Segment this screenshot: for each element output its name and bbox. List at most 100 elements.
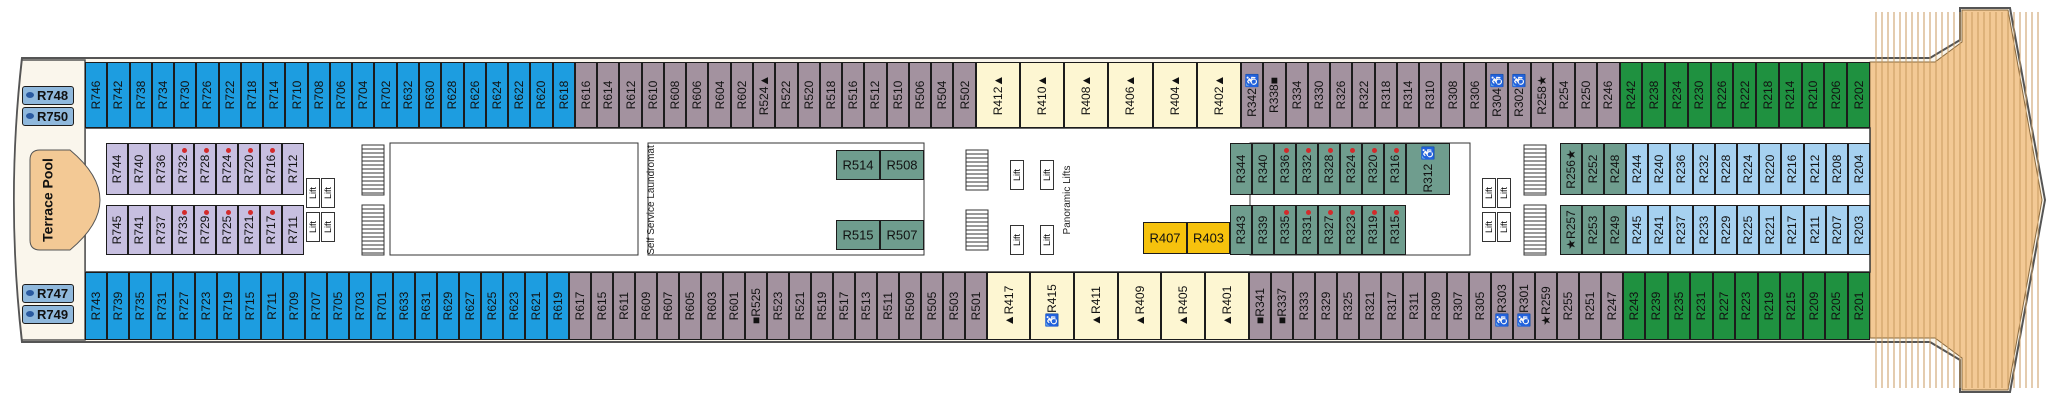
cabin[interactable]: R729 bbox=[194, 205, 216, 255]
cabin[interactable]: R736 bbox=[150, 143, 172, 195]
cabin[interactable]: R513 bbox=[854, 272, 877, 340]
cabin[interactable]: R523 bbox=[766, 272, 789, 340]
cabin[interactable]: R732 bbox=[172, 143, 194, 195]
cabin[interactable]: R519 bbox=[810, 272, 833, 340]
cabin[interactable]: R328 bbox=[1318, 143, 1340, 195]
cabin[interactable]: R222 bbox=[1733, 62, 1757, 128]
cabin[interactable]: R407 bbox=[1143, 222, 1187, 254]
cabin[interactable]: R701 bbox=[370, 272, 393, 340]
cabin[interactable]: R201 bbox=[1847, 272, 1870, 340]
cabin[interactable]: R723 bbox=[194, 272, 217, 340]
cabin[interactable]: R628 bbox=[441, 62, 464, 128]
cabin[interactable]: R321 bbox=[1358, 272, 1381, 340]
cabin[interactable]: R319 bbox=[1362, 205, 1384, 255]
cabin[interactable]: R741 bbox=[128, 205, 150, 255]
cabin[interactable]: R228 bbox=[1714, 143, 1737, 195]
cabin[interactable]: R202 bbox=[1847, 62, 1870, 128]
cabin[interactable]: ▲R401 bbox=[1205, 272, 1249, 340]
cabin[interactable]: R333 bbox=[1292, 272, 1315, 340]
cabin[interactable]: R226 bbox=[1710, 62, 1734, 128]
cabin[interactable]: R239 bbox=[1645, 272, 1668, 340]
cabin[interactable]: R338■ bbox=[1263, 62, 1286, 128]
cabin[interactable]: R344 bbox=[1230, 143, 1252, 195]
cabin[interactable]: R735 bbox=[128, 272, 151, 340]
cabin[interactable]: R502 bbox=[953, 62, 976, 128]
cabin[interactable]: R631 bbox=[414, 272, 437, 340]
cabin[interactable]: R217 bbox=[1781, 205, 1804, 255]
cabin[interactable]: R602 bbox=[730, 62, 753, 128]
cabin[interactable]: R402▲ bbox=[1196, 62, 1242, 128]
cabin[interactable]: R506 bbox=[908, 62, 932, 128]
cabin[interactable]: R743 bbox=[85, 272, 107, 340]
cabin[interactable]: R623 bbox=[502, 272, 525, 340]
cabin[interactable]: R518 bbox=[819, 62, 843, 128]
cabin[interactable]: R615 bbox=[590, 272, 613, 340]
cabin[interactable]: R627 bbox=[458, 272, 481, 340]
cabin-tag[interactable]: R747 bbox=[22, 284, 74, 303]
cabin[interactable]: R311 bbox=[1402, 272, 1425, 340]
cabin[interactable]: R601 bbox=[722, 272, 745, 340]
cabin[interactable]: R316 bbox=[1384, 143, 1406, 195]
cabin[interactable]: R507 bbox=[880, 220, 924, 250]
cabin[interactable]: R708 bbox=[307, 62, 330, 128]
cabin[interactable]: R739 bbox=[106, 272, 129, 340]
cabin-tag[interactable]: R748 bbox=[22, 86, 74, 105]
cabin[interactable]: R629 bbox=[436, 272, 459, 340]
cabin[interactable]: R712 bbox=[282, 143, 304, 195]
cabin[interactable]: R509 bbox=[898, 272, 921, 340]
cabin[interactable]: R214 bbox=[1778, 62, 1802, 128]
cabin[interactable]: R508 bbox=[880, 150, 924, 180]
cabin[interactable]: R515 bbox=[836, 220, 880, 250]
cabin[interactable]: R504 bbox=[931, 62, 954, 128]
cabin[interactable]: R225 bbox=[1737, 205, 1760, 255]
cabin[interactable]: R210 bbox=[1801, 62, 1825, 128]
cabin[interactable]: ♿R415 bbox=[1030, 272, 1075, 340]
cabin[interactable]: R227 bbox=[1712, 272, 1736, 340]
cabin[interactable]: ■R337 bbox=[1270, 272, 1293, 340]
cabin[interactable]: R709 bbox=[282, 272, 305, 340]
cabin[interactable]: R733 bbox=[172, 205, 194, 255]
cabin[interactable]: R744 bbox=[106, 143, 128, 195]
cabin[interactable]: R516 bbox=[842, 62, 865, 128]
cabin[interactable]: R611 bbox=[612, 272, 635, 340]
cabin[interactable]: R745 bbox=[106, 205, 128, 255]
cabin[interactable]: R603 bbox=[700, 272, 723, 340]
cabin[interactable]: R614 bbox=[597, 62, 620, 128]
cabin[interactable]: ★R257 bbox=[1560, 205, 1582, 255]
cabin[interactable]: R211 bbox=[1803, 205, 1826, 255]
cabin[interactable]: R511 bbox=[876, 272, 899, 340]
cabin-tag[interactable]: R749 bbox=[22, 305, 74, 324]
cabin[interactable]: R514 bbox=[836, 150, 880, 180]
cabin[interactable]: R624 bbox=[485, 62, 509, 128]
cabin[interactable]: R310 bbox=[1419, 62, 1442, 128]
cabin[interactable]: R235 bbox=[1667, 272, 1691, 340]
cabin[interactable]: R307 bbox=[1446, 272, 1469, 340]
cabin[interactable]: R715 bbox=[238, 272, 261, 340]
cabin[interactable]: R308 bbox=[1441, 62, 1464, 128]
cabin[interactable]: R702 bbox=[374, 62, 397, 128]
cabin[interactable]: R335 bbox=[1274, 205, 1296, 255]
cabin[interactable]: R334 bbox=[1285, 62, 1308, 128]
cabin[interactable]: R324 bbox=[1340, 143, 1362, 195]
cabin[interactable]: R711 bbox=[282, 205, 304, 255]
cabin[interactable]: ▲R417 bbox=[986, 272, 1031, 340]
cabin[interactable]: R248 bbox=[1604, 143, 1626, 195]
cabin[interactable]: R740 bbox=[128, 143, 150, 195]
cabin[interactable]: R219 bbox=[1757, 272, 1781, 340]
cabin[interactable]: R326 bbox=[1330, 62, 1353, 128]
cabin[interactable]: R728 bbox=[194, 143, 216, 195]
cabin[interactable]: R224 bbox=[1737, 143, 1760, 195]
cabin[interactable]: R625 bbox=[480, 272, 503, 340]
cabin[interactable]: R707 bbox=[304, 272, 327, 340]
cabin[interactable]: R617 bbox=[568, 272, 591, 340]
cabin[interactable]: R612 bbox=[619, 62, 642, 128]
cabin[interactable]: R312 ♿ bbox=[1406, 143, 1450, 195]
cabin[interactable]: R724 bbox=[216, 143, 238, 195]
cabin[interactable]: R238 bbox=[1642, 62, 1666, 128]
cabin[interactable]: R517 bbox=[832, 272, 855, 340]
cabin[interactable]: R249 bbox=[1604, 205, 1626, 255]
cabin[interactable]: R320 bbox=[1362, 143, 1384, 195]
cabin[interactable]: R317 bbox=[1380, 272, 1403, 340]
cabin[interactable]: R722 bbox=[218, 62, 241, 128]
cabin[interactable]: R305 bbox=[1468, 272, 1491, 340]
